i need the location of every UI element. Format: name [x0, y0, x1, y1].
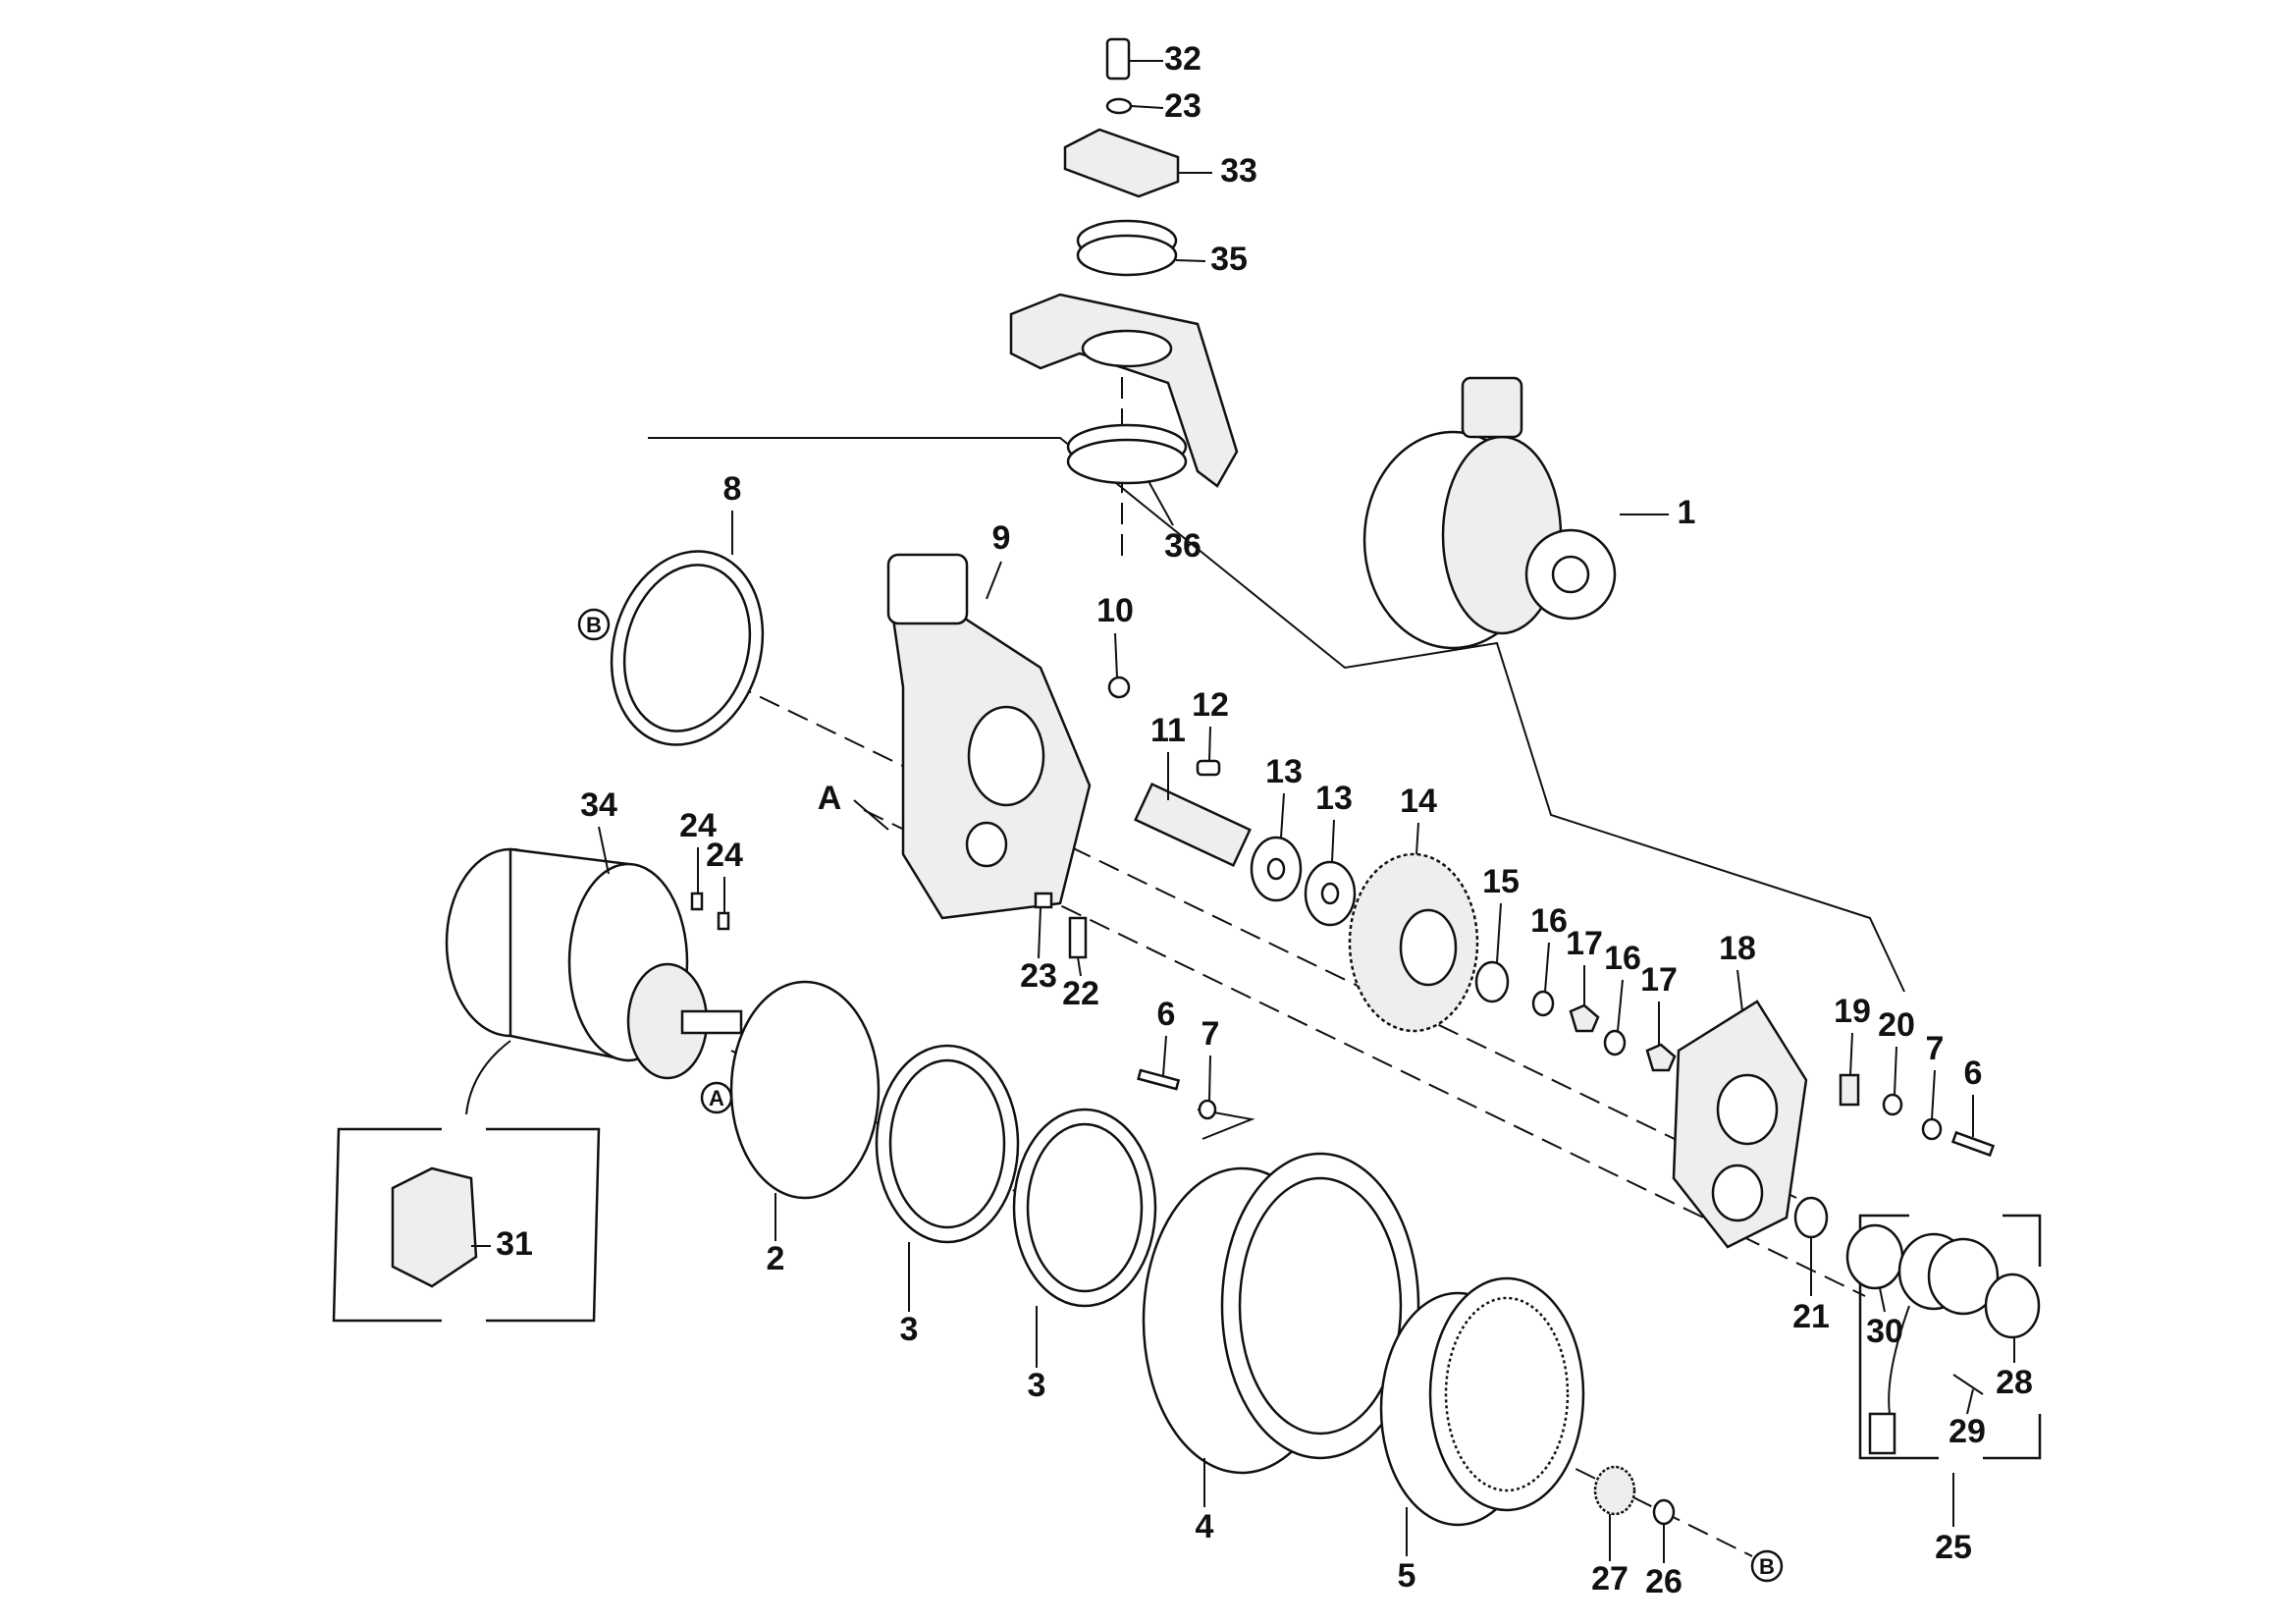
encoder-group-25 — [1793, 1196, 2042, 1460]
callout-label: 10 — [1096, 592, 1134, 629]
detail-box-31 — [332, 1040, 601, 1323]
cover-18 — [1672, 1000, 1996, 1249]
callout-label: 32 — [1164, 40, 1201, 78]
gearbox-housing-9 — [886, 553, 1092, 920]
washer-23 — [1105, 97, 1133, 115]
leader-line — [1162, 1035, 1167, 1076]
callout-label: 25 — [1935, 1529, 1972, 1566]
swivel-arm — [1009, 293, 1239, 488]
callout-label: 16 — [1604, 940, 1641, 977]
callout-label: 7 — [1926, 1030, 1945, 1067]
bearing-36 — [1066, 438, 1188, 485]
leader-line — [1208, 726, 1211, 762]
callout-label: 13 — [1315, 780, 1353, 817]
callout-label: 30 — [1866, 1313, 1903, 1350]
leader-line — [1879, 1287, 1886, 1313]
gear-train — [1107, 676, 1677, 1072]
leader-line — [1894, 1046, 1897, 1096]
leader-line — [1280, 792, 1285, 839]
callout-label: 36 — [1164, 527, 1201, 565]
callout-label: 23 — [1164, 87, 1201, 125]
callout-label: 3 — [1028, 1367, 1046, 1404]
callout-label: 13 — [1265, 753, 1303, 790]
callout-label: 3 — [900, 1311, 919, 1348]
callout-label: 35 — [1210, 241, 1248, 278]
leader-line — [1114, 632, 1118, 678]
callout-label: 2 — [767, 1240, 785, 1277]
callout-label: 26 — [1645, 1563, 1682, 1600]
leader-line — [1077, 956, 1082, 977]
callout-label: 7 — [1201, 1015, 1220, 1053]
callout-label: 23 — [1020, 957, 1057, 995]
callout-label: 34 — [580, 786, 617, 824]
callout-label: 14 — [1400, 783, 1437, 820]
callout-label: 15 — [1482, 863, 1520, 900]
wheel-parts — [729, 980, 1676, 1527]
bearing-35 — [1076, 234, 1178, 277]
callout-label: 1 — [1678, 494, 1696, 531]
callout-label: 11 — [1150, 712, 1186, 749]
callout-label: 5 — [1398, 1557, 1416, 1595]
leader-line — [986, 561, 1002, 600]
leader-line — [1736, 969, 1743, 1012]
leader-line — [1331, 819, 1335, 863]
leader-line — [598, 826, 610, 875]
leader-line — [1208, 1055, 1211, 1101]
leader-line — [1148, 480, 1174, 526]
leader-line — [1496, 902, 1502, 963]
callout-label: 21 — [1792, 1298, 1830, 1335]
reference-markers: B A B — [577, 608, 1784, 1583]
callout-label: A — [818, 780, 842, 817]
callout-label: 17 — [1566, 925, 1603, 962]
leader-line — [1130, 105, 1164, 109]
callout-label: 31 — [496, 1225, 533, 1263]
reference-b-bottom-circle — [1750, 1549, 1784, 1583]
leader-line — [1617, 979, 1624, 1032]
leader-line — [1931, 1069, 1936, 1120]
leader-line — [1544, 942, 1550, 993]
callout-label: 28 — [1996, 1364, 2033, 1401]
callout-label: 33 — [1220, 152, 1257, 189]
leader-line — [853, 799, 889, 831]
reference-b-bottom-label: B — [1759, 1554, 1775, 1579]
gasket-8 — [610, 550, 765, 746]
callout-label: 29 — [1949, 1413, 1986, 1450]
screw-32 — [1105, 37, 1131, 81]
callout-label: 18 — [1719, 930, 1756, 967]
callout-label: 19 — [1834, 993, 1871, 1030]
leader-line — [1849, 1032, 1853, 1076]
leader-line — [1966, 1388, 1974, 1415]
swivel-parts — [1009, 37, 1239, 488]
callout-label: 4 — [1196, 1508, 1214, 1545]
callout-label: 17 — [1640, 961, 1678, 999]
reference-b-top-label: B — [586, 613, 602, 637]
callout-label: 8 — [723, 470, 742, 508]
callout-label: 12 — [1192, 686, 1229, 724]
callout-label: 9 — [992, 519, 1011, 557]
reference-a-circle — [700, 1081, 733, 1114]
callout-label: 24 — [679, 807, 717, 844]
callout-label: 22 — [1062, 975, 1099, 1012]
leader-line — [1038, 907, 1041, 959]
reference-b-top-circle — [577, 608, 611, 641]
reference-a-label: A — [709, 1086, 724, 1110]
leader-line — [1415, 822, 1419, 855]
assembled-drive-unit — [1362, 376, 1617, 650]
callout-label: 16 — [1530, 902, 1568, 940]
motor-34 — [445, 847, 1217, 1120]
leader-lines — [471, 60, 2015, 1563]
plate-33 — [1063, 128, 1180, 198]
callout-label: 24 — [706, 837, 743, 874]
callout-label: 6 — [1964, 1055, 1983, 1092]
callout-label: 27 — [1591, 1560, 1629, 1597]
callout-label: 6 — [1157, 996, 1176, 1033]
callout-label: 20 — [1878, 1006, 1915, 1044]
leader-line — [1175, 259, 1206, 262]
